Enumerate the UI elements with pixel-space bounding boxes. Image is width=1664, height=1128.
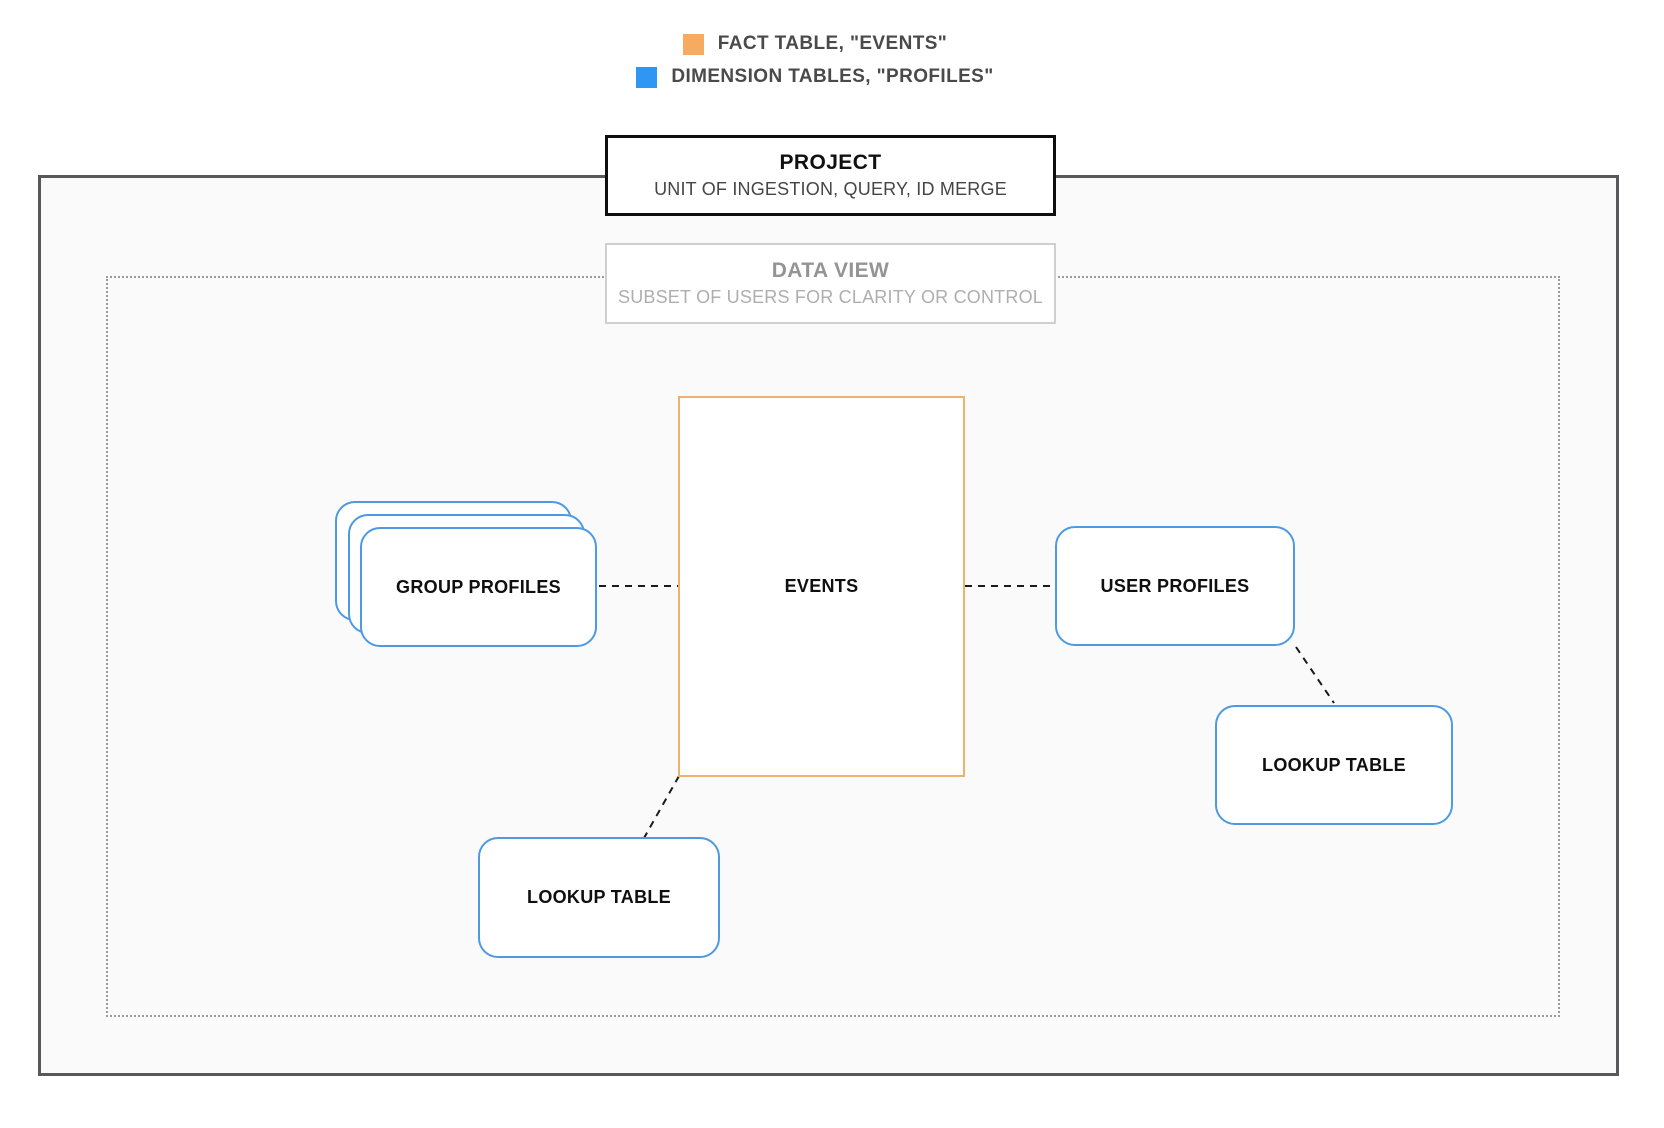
lookup-table-right-label: LOOKUP TABLE bbox=[1262, 754, 1406, 775]
legend: FACT TABLE, "EVENTS" DIMENSION TABLES, "… bbox=[0, 33, 1630, 88]
project-subtitle: UNIT OF INGESTION, QUERY, ID MERGE bbox=[654, 179, 1007, 199]
legend-label: DIMENSION TABLES, "PROFILES" bbox=[671, 66, 994, 87]
legend-item-dimension-tables: DIMENSION TABLES, "PROFILES" bbox=[636, 66, 993, 88]
lookup-table-right-node: LOOKUP TABLE bbox=[1215, 705, 1453, 825]
data-view-title: DATA VIEW bbox=[771, 259, 890, 282]
group-profiles-label: GROUP PROFILES bbox=[396, 576, 561, 597]
project-title: PROJECT bbox=[779, 151, 882, 174]
lookup-table-bottom-label: LOOKUP TABLE bbox=[527, 887, 671, 907]
events-label: EVENTS bbox=[784, 576, 859, 596]
events-node: EVENTS bbox=[678, 396, 965, 777]
user-profiles-label: USER PROFILES bbox=[1100, 575, 1250, 596]
legend-label: FACT TABLE, "EVENTS" bbox=[717, 33, 948, 54]
fact-table-color-swatch bbox=[682, 33, 704, 55]
group-profiles-node: GROUP PROFILES bbox=[360, 527, 597, 647]
user-profiles-node: USER PROFILES bbox=[1055, 526, 1295, 646]
dimension-tables-color-swatch bbox=[636, 66, 658, 88]
legend-item-fact-table: FACT TABLE, "EVENTS" bbox=[682, 33, 948, 55]
project-box: PROJECT UNIT OF INGESTION, QUERY, ID MER… bbox=[605, 135, 1056, 216]
data-view-subtitle: SUBSET OF USERS FOR CLARITY OR CONTROL bbox=[617, 287, 1043, 307]
data-view-box: DATA VIEW SUBSET OF USERS FOR CLARITY OR… bbox=[605, 243, 1056, 324]
lookup-table-bottom-node: LOOKUP TABLE bbox=[478, 837, 720, 958]
